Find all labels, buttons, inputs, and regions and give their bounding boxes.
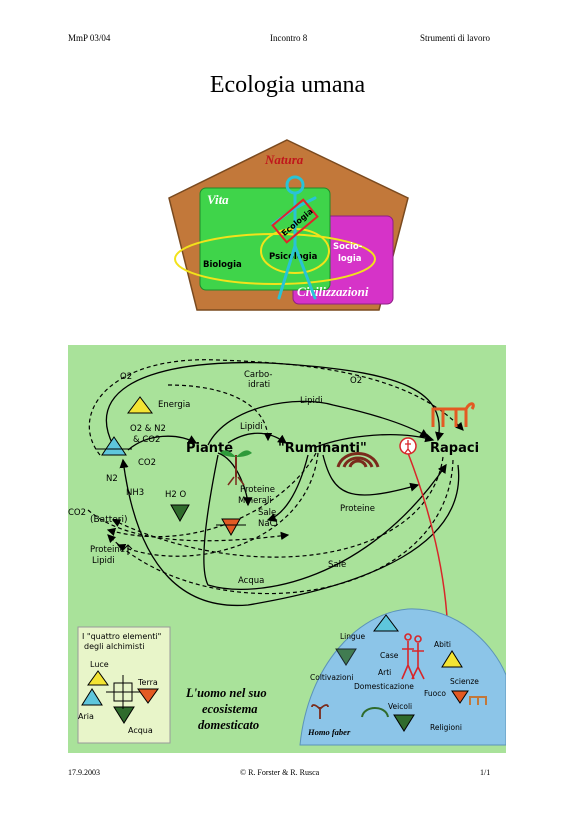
label-energia: Energia [158,400,190,410]
dome-veicoli: Veicoli [388,702,412,711]
plant-icon [220,450,252,486]
legend-acqua: Acqua [128,726,153,735]
legend-luce: Luce [90,660,109,669]
dome-scienze: Scienze [450,677,479,686]
label-sale-nacl-1: Sale [258,508,276,518]
sociologia-label-1: Socio- [333,242,363,252]
label-proteine-minerali-1: Proteine [240,485,275,495]
dome-sprout-icon [311,704,329,719]
label-lipidi-mid: Lipidi [240,422,263,432]
predator-icon [431,402,475,427]
ruminant-icon [336,452,380,468]
label-co2-a: CO2 [138,458,156,468]
legend-aria-triangle-icon [81,688,103,706]
header-right: Strumenti di lavoro [420,33,490,43]
header-center: Incontro 8 [270,33,308,43]
legend-title-1: I "quattro elementi" [82,632,161,641]
footer-center: © R. Forster & R. Rusca [240,768,320,777]
ecologia-badge [271,198,319,244]
footer-right: 1/1 [480,768,491,777]
dome-arti: Arti [378,668,391,677]
label-acqua: Acqua [238,576,264,586]
footer-left: 17.9.2003 [68,768,100,777]
abiti-triangle-icon [441,650,463,668]
solid-flows [105,361,460,607]
vita-label: Vita [207,192,229,207]
label-o2-n2-2: & CO2 [133,435,160,445]
label-lipidi-top: Lipidi [300,396,323,406]
civilizzazioni-label: Civilizzazioni [297,284,369,299]
label-co2-b: CO2 [68,508,86,518]
dome-coltivazioni: Coltivazioni [310,673,353,682]
label-o2-mid: O2 [350,376,362,386]
terra-triangle-icon [221,518,241,537]
veicoli-triangle-icon [393,714,415,732]
ruminanti-label: "Ruminanti" [278,441,367,456]
label-proteine-right: Proteine [340,504,375,514]
legend-aria: Aria [78,712,94,721]
label-h2o: H2 O [165,490,187,500]
small-plant-marker-icon [123,544,133,555]
dome-domesticazione: Domesticazione [354,682,414,691]
dome-abiti: Abiti [434,640,451,649]
acqua-triangle-icon [170,504,190,523]
dome-lingue: Lingue [340,632,366,641]
header-left: MmP 03/04 [68,33,111,43]
dome-religioni: Religioni [430,723,462,732]
caption-line-1: L'uomo nel suo [185,686,267,700]
legend-title-2: degli alchimisti [84,642,144,651]
ecosystem-diagram: Piante "Ruminanti" Rapaci (Batteri) O2 C… [68,345,506,753]
label-o2-top: O2 [120,372,132,382]
energia-triangle-icon [127,396,153,414]
label-sale: Sale [328,560,346,570]
dome-case: Case [380,651,399,660]
label-n2: N2 [106,474,118,484]
legend-luce-triangle-icon [87,670,109,686]
dome-animal-icon [469,696,487,705]
label-o2-n2-1: O2 & N2 [130,424,166,434]
rapaci-label: Rapaci [430,441,479,456]
label-proteine-minerali-2: Minerali [238,496,272,506]
dome-fuoco: Fuoco [424,689,446,698]
dome-homo-faber: Homo faber [307,727,351,737]
coltivazioni-triangle-icon [335,648,357,666]
sociologia-label-2: logia [338,254,362,264]
biologia-label: Biologia [203,260,242,270]
lingue-triangle-icon [373,614,399,632]
caption-line-3: domesticato [198,718,259,732]
label-nh3: NH3 [126,488,144,498]
legend-cross-icon [106,675,140,709]
legend-terra-triangle-icon [137,688,159,704]
caption-line-2: ecosistema [202,702,258,716]
label-sale-nacl-2: NaCl [258,519,278,529]
fuoco-triangle-icon [451,690,469,704]
label-proteine-lipidi-1: Proteine [90,545,125,555]
dome-house-icon [361,707,389,718]
psicologia-label: Psicologia [269,252,318,262]
label-carboidrati-1: Carbo- [244,370,272,380]
label-proteine-lipidi-2: Lipidi [92,556,115,566]
dome-humans-icon [401,633,425,680]
label-carboidrati-2: idrati [248,380,270,390]
batteri-label: (Batteri) [90,515,128,525]
page-title: Ecologia umana [209,72,366,98]
venn-diagram: Natura Vita Biologia Psicologia Socio- l… [168,139,409,311]
natura-label: Natura [264,152,304,167]
legend-acqua-triangle-icon [113,706,135,724]
aria-triangle-icon [101,436,127,456]
legend-terra: Terra [137,678,158,687]
